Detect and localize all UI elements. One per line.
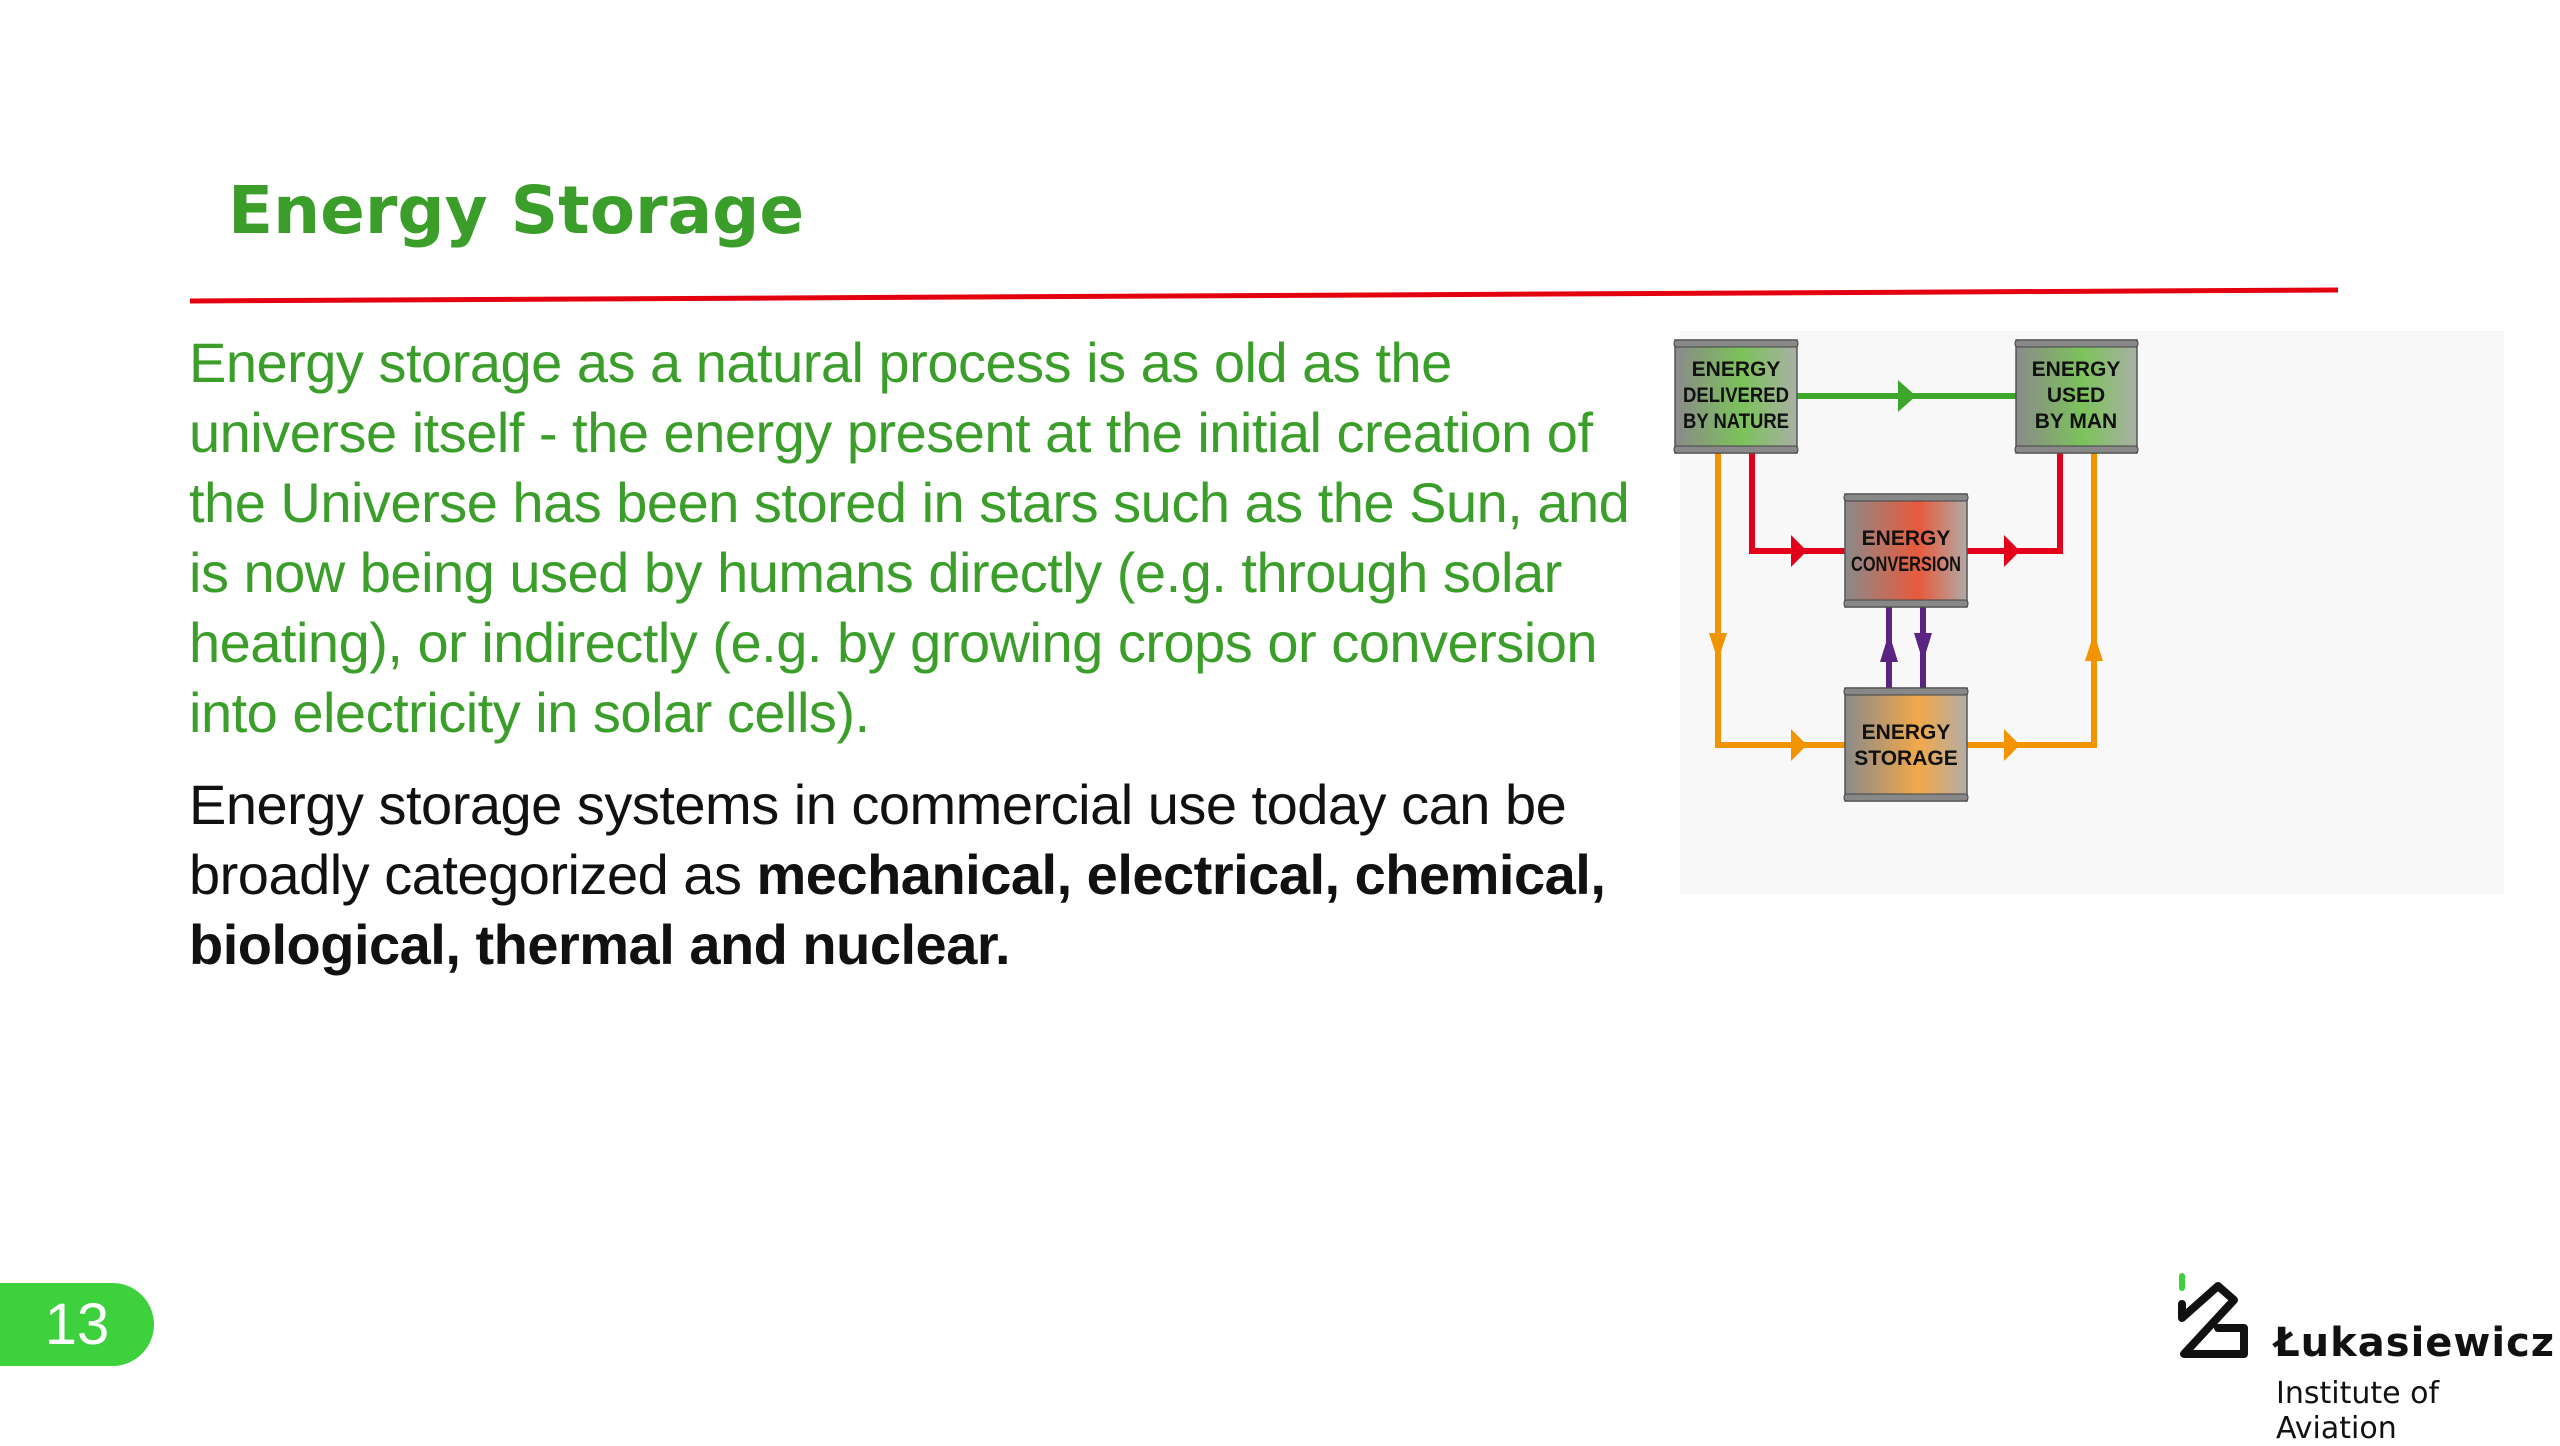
categories-intro: Energy storage systems in commercial use…	[189, 773, 1567, 906]
arrow-right-icon	[1791, 535, 1807, 567]
logo-name: Łukasiewicz	[2274, 1320, 2556, 1366]
arrow-right-icon	[1791, 729, 1807, 761]
svg-text:ENERGY: ENERGY	[2032, 358, 2121, 381]
box-energy-storage: ENERGY STORAGE	[1843, 687, 1969, 802]
logo-subtitle: Institute of Aviation	[2276, 1376, 2440, 1446]
svg-text:ENERGY: ENERGY	[1862, 527, 1951, 550]
nature-to-conversion-line	[1749, 453, 1845, 554]
title-underline	[189, 287, 2339, 304]
conversion-to-man-line	[1967, 453, 2063, 554]
arrow-right-icon	[2004, 535, 2020, 567]
arrow-down-icon	[1709, 633, 1727, 661]
categories-paragraph: Energy storage systems in commercial use…	[189, 770, 1639, 980]
slide-title: Energy Storage	[228, 172, 805, 249]
arrow-right-icon	[2004, 729, 2020, 761]
svg-text:DELIVERED: DELIVERED	[1683, 384, 1789, 407]
arrow-down-icon	[1914, 633, 1932, 662]
energy-flow-diagram: ENERGY DELIVERED BY NATURE ENERGY USED B…	[1673, 331, 2504, 894]
svg-text:BY MAN: BY MAN	[2035, 410, 2117, 433]
box-energy-delivered-by-nature: ENERGY DELIVERED BY NATURE	[1673, 339, 1799, 454]
box-energy-conversion: ENERGY CONVERSION	[1843, 493, 1969, 608]
box-energy-used-by-man: ENERGY USED BY MAN	[2014, 339, 2139, 454]
svg-text:USED: USED	[2047, 384, 2105, 407]
arrow-up-icon	[2085, 633, 2103, 661]
svg-text:ENERGY: ENERGY	[1692, 358, 1781, 381]
svg-text:BY NATURE: BY NATURE	[1683, 410, 1789, 433]
lukasiewicz-logo: Łukasiewicz Institute of Aviation	[2172, 1268, 2556, 1446]
logo-mark-icon	[2178, 1273, 2248, 1358]
arrow-up-icon	[1880, 633, 1898, 662]
arrow-right-icon	[1898, 380, 1916, 412]
categories-list: mechanical, electrical, chemical, biolog…	[189, 843, 1606, 976]
page-number: 13	[0, 1283, 154, 1366]
body-text: Energy storage as a natural process is a…	[189, 328, 1639, 980]
svg-text:CONVERSION: CONVERSION	[1851, 553, 1961, 576]
svg-text:STORAGE: STORAGE	[1854, 747, 1957, 770]
svg-text:ENERGY: ENERGY	[1862, 721, 1951, 744]
intro-paragraph: Energy storage as a natural process is a…	[189, 331, 1630, 744]
